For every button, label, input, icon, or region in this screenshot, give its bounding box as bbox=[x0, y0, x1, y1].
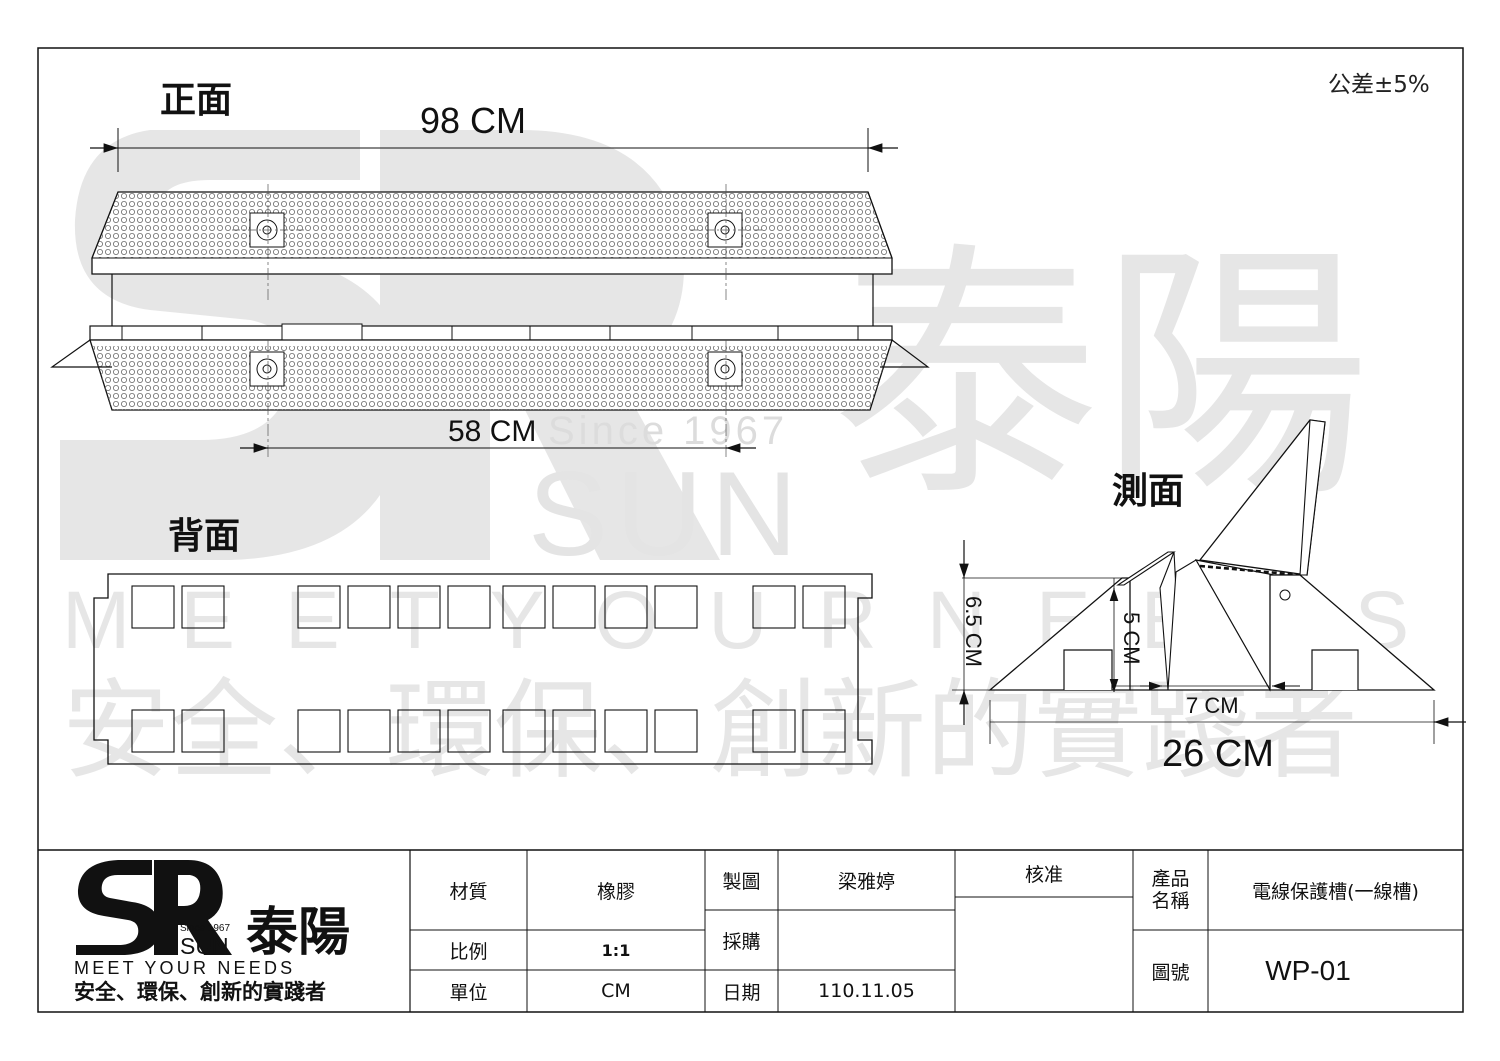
bolt-hole-bottom-right bbox=[707, 351, 743, 387]
back-cell bbox=[131, 585, 175, 629]
scale-label: 比例 bbox=[449, 940, 488, 963]
company-logo: Since 1967 SUN 泰陽 MEET YOUR NEEDS 安全、環保、… bbox=[74, 860, 350, 1004]
back-cell bbox=[502, 709, 546, 753]
dimension-58cm: 58 CM bbox=[448, 415, 536, 448]
back-view-cells bbox=[131, 585, 846, 753]
front-view-title: 正面 bbox=[160, 80, 232, 121]
back-cell bbox=[297, 585, 341, 629]
base-front bbox=[50, 323, 930, 460]
back-cell bbox=[552, 709, 596, 753]
purchase-value bbox=[778, 910, 955, 970]
logo-motto-cn: 安全、環保、創新的實踐者 bbox=[74, 980, 326, 1004]
cover-plate-top bbox=[91, 184, 893, 300]
sheet-border bbox=[37, 47, 1464, 1013]
sr-logo-mark bbox=[76, 860, 232, 955]
back-cell bbox=[397, 709, 441, 753]
watermark-since: Since 1967 bbox=[548, 409, 788, 453]
logo-motto-en: MEET YOUR NEEDS bbox=[74, 958, 295, 978]
back-cell bbox=[604, 585, 648, 629]
back-cell bbox=[654, 709, 698, 753]
drawn-by-label: 製圖 bbox=[722, 870, 761, 893]
drawing-number-label: 圖號 bbox=[1151, 961, 1190, 984]
side-view-title: 測面 bbox=[1112, 471, 1184, 512]
drawing-number-value: WP-01 bbox=[1265, 955, 1351, 986]
back-cell bbox=[752, 585, 796, 629]
back-cell bbox=[131, 709, 175, 753]
dimension-7cm: 7 CM bbox=[1186, 693, 1239, 718]
back-view-outline bbox=[93, 573, 873, 765]
material-label: 材質 bbox=[449, 880, 488, 903]
back-cell bbox=[802, 585, 846, 629]
back-cell bbox=[502, 585, 546, 629]
back-cell bbox=[752, 709, 796, 753]
side-view-profile bbox=[988, 419, 1436, 692]
bolt-spacing-dimension: 58 CM bbox=[240, 415, 756, 453]
logo-sun: SUN bbox=[180, 933, 229, 959]
back-cell bbox=[347, 585, 391, 629]
back-cell bbox=[181, 585, 225, 629]
unit-label: 單位 bbox=[449, 981, 488, 1004]
logo-brand-cn: 泰陽 bbox=[246, 902, 350, 963]
product-name-value: 電線保護槽(一線槽) bbox=[1252, 880, 1419, 903]
logo-since: Since 1967 bbox=[180, 923, 230, 934]
side-view-dimensions: 6.5 CM 5 CM 7 CM 26 CM bbox=[952, 540, 1466, 775]
watermark-sun: SUN bbox=[528, 447, 805, 581]
watermark-motto-cn: 安全、環保、創新的實踐者 bbox=[62, 669, 1358, 794]
back-cell bbox=[297, 709, 341, 753]
back-view-title: 背面 bbox=[168, 516, 240, 557]
tolerance-note: 公差±5% bbox=[1328, 72, 1430, 98]
product-name-label: 產品名稱 bbox=[1151, 868, 1190, 912]
back-cell bbox=[397, 585, 441, 629]
scale-value: 1:1 bbox=[601, 940, 631, 960]
dimension-5cm: 5 CM bbox=[1119, 612, 1144, 665]
drawn-by-value: 梁雅婷 bbox=[837, 870, 895, 893]
material-value: 橡膠 bbox=[596, 880, 635, 903]
back-cell bbox=[604, 709, 648, 753]
date-value: 110.11.05 bbox=[818, 980, 915, 1002]
approval-label: 核准 bbox=[1024, 864, 1063, 886]
dimension-98cm: 98 CM bbox=[420, 100, 526, 141]
dimension-26cm: 26 CM bbox=[1162, 733, 1274, 775]
title-block: Since 1967 SUN 泰陽 MEET YOUR NEEDS 安全、環保、… bbox=[38, 849, 1463, 1012]
back-cell bbox=[654, 585, 698, 629]
back-cell bbox=[802, 709, 846, 753]
dimension-6-5cm: 6.5 CM bbox=[961, 596, 986, 667]
front-overall-dimension: 98 CM bbox=[90, 100, 898, 172]
date-label: 日期 bbox=[722, 981, 761, 1004]
purchase-label: 採購 bbox=[722, 930, 761, 953]
back-cell bbox=[447, 585, 491, 629]
back-cell bbox=[347, 709, 391, 753]
bolt-hole-bottom-left bbox=[249, 351, 285, 387]
back-cell bbox=[552, 585, 596, 629]
unit-value: CM bbox=[601, 980, 631, 1002]
back-cell bbox=[181, 709, 225, 753]
back-cell bbox=[447, 709, 491, 753]
